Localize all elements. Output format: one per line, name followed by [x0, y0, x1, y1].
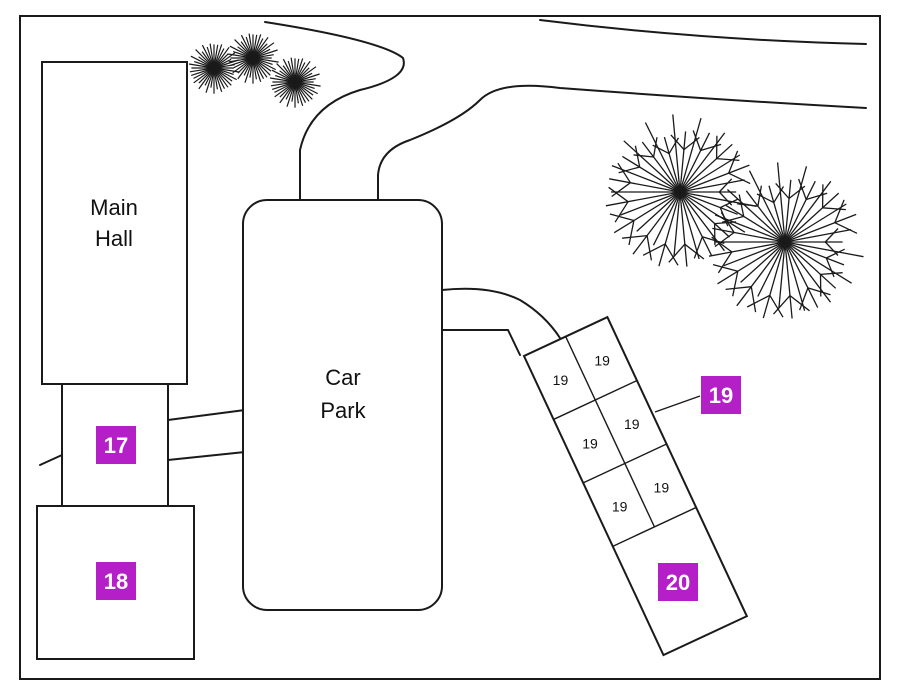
- stall-strip: 19 19 19 19 19 19: [522, 315, 749, 657]
- stall-divider: [565, 336, 656, 528]
- car-park-label-line2: Park: [320, 398, 366, 423]
- road-network: [39, 19, 867, 466]
- stall-label: 19: [612, 499, 628, 515]
- stall-divider: [582, 443, 667, 484]
- stall-label: 19: [654, 479, 670, 495]
- marker-18-label: 18: [104, 569, 128, 594]
- map-border: [19, 15, 881, 680]
- deciduous-tree-icon: [605, 114, 864, 319]
- stall-divider: [612, 506, 697, 547]
- stall-label: 19: [582, 435, 598, 451]
- marker-20: 20: [658, 563, 698, 601]
- main-hall-label-line2: Hall: [95, 226, 133, 251]
- marker-19-label: 19: [709, 383, 733, 408]
- marker-20-label: 20: [666, 570, 690, 595]
- marker-19-leader: [654, 395, 701, 413]
- main-hall-label-line1: Main: [90, 195, 138, 220]
- marker-18: 18: [96, 562, 136, 600]
- car-park-label-line1: Car: [325, 365, 360, 390]
- car-park: [242, 199, 443, 611]
- stall-label: 19: [553, 372, 569, 388]
- shrub-icon: [188, 33, 321, 108]
- marker-17: 17: [96, 426, 136, 464]
- marker-17-label: 17: [104, 433, 128, 458]
- main-hall-building: [41, 61, 188, 385]
- stall-divider: [553, 379, 638, 421]
- stall-label: 19: [624, 416, 640, 432]
- marker-19: 19: [701, 376, 741, 414]
- stall-label: 19: [594, 352, 610, 368]
